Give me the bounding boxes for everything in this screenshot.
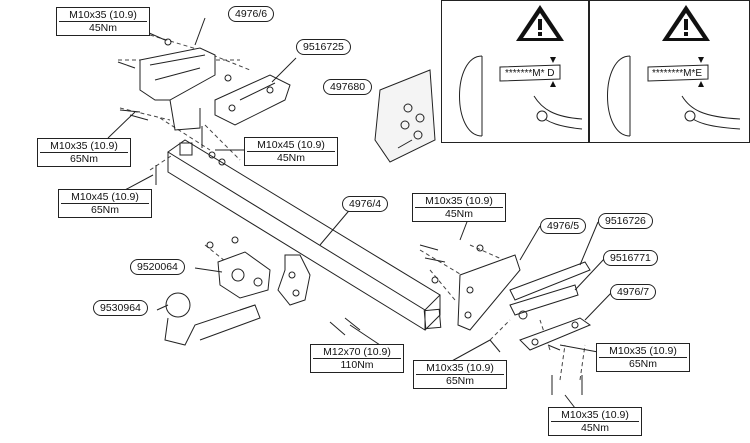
tow-ball-9530964 — [164, 292, 261, 346]
part-9516725: 9516725 — [296, 39, 351, 55]
bolt-4-torque: 65Nm — [90, 204, 119, 216]
center-bracket — [277, 254, 311, 306]
part-9530964: 9530964 — [93, 300, 148, 316]
part-9516771: 9516771 — [603, 250, 658, 266]
bolt-label-6: M12x70 (10.9) 110Nm — [310, 344, 404, 373]
leader-lines — [107, 17, 613, 409]
bolt-7-torque: 65Nm — [445, 375, 474, 387]
bolt-2-size: M10x35 (10.9) — [40, 140, 128, 153]
bolt-label-4: M10x45 (10.9) 65Nm — [58, 189, 152, 218]
bolt-9-torque: 45Nm — [580, 422, 609, 434]
bolt-8-size: M10x35 (10.9) — [599, 345, 687, 358]
part-4976-4: 4976/4 — [342, 196, 389, 212]
plate-9516771 — [509, 284, 579, 320]
bolt-label-3: M10x45 (10.9) 45Nm — [244, 137, 338, 166]
bolt-5-torque: 45Nm — [444, 208, 473, 220]
warning-right-code: ********M*E — [652, 68, 703, 79]
socket-bracket-9520064 — [217, 251, 271, 299]
bolt-label-1: M10x35 (10.9) 45Nm — [56, 7, 150, 36]
bolt-2-torque: 65Nm — [69, 153, 98, 165]
bolt-5-size: M10x35 (10.9) — [415, 195, 503, 208]
bracket-4976-5 — [457, 254, 521, 331]
bolt-4-size: M10x45 (10.9) — [61, 191, 149, 204]
bolt-3-size: M10x45 (10.9) — [247, 139, 335, 152]
warning-panel-right-art — [607, 5, 741, 137]
bracket-4976-7 — [519, 317, 592, 351]
fastener-bag-497680 — [374, 69, 436, 163]
bolt-9-size: M10x35 (10.9) — [551, 409, 639, 422]
bracket-4976-6 — [139, 47, 216, 131]
part-9516726: 9516726 — [598, 213, 653, 229]
bolt-label-8: M10x35 (10.9) 65Nm — [596, 343, 690, 372]
crossbar-4976-4 — [167, 139, 442, 331]
bolt-6-torque: 110Nm — [340, 359, 374, 371]
plate-9516725 — [214, 74, 291, 126]
bolt-8-torque: 65Nm — [628, 358, 657, 370]
warning-panel-left — [441, 0, 589, 143]
bolt-6-size: M12x70 (10.9) — [313, 346, 401, 359]
bolt-3-torque: 45Nm — [276, 152, 305, 164]
bolt-label-5: M10x35 (10.9) 45Nm — [412, 193, 506, 222]
bolt-1-size: M10x35 (10.9) — [59, 9, 147, 22]
part-9520064: 9520064 — [130, 259, 185, 275]
part-4976-5: 4976/5 — [540, 218, 587, 234]
bolt-label-9: M10x35 (10.9) 45Nm — [548, 407, 642, 436]
bolt-label-2: M10x35 (10.9) 65Nm — [37, 138, 131, 167]
bolt-1-torque: 45Nm — [88, 22, 117, 34]
warning-left-code: *******M* D — [505, 68, 555, 79]
bolt-7-size: M10x35 (10.9) — [416, 362, 504, 375]
warning-panel-right — [589, 0, 750, 143]
part-4976-6: 4976/6 — [228, 6, 275, 22]
bolt-group — [117, 38, 583, 395]
part-4976-7: 4976/7 — [610, 284, 657, 300]
part-497680: 497680 — [323, 79, 373, 95]
bolt-label-7: M10x35 (10.9) 65Nm — [413, 360, 507, 389]
warning-panel-left-art — [459, 5, 583, 137]
plate-9516726 — [509, 261, 591, 301]
